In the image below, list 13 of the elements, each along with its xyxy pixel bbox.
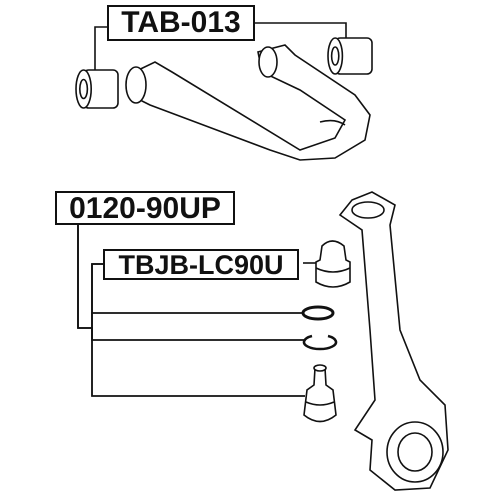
part-number-label: TAB-013: [107, 5, 255, 41]
part-number-label: 0120-90UP: [55, 191, 235, 225]
seal-ring-drawing: [302, 306, 334, 320]
part-number-label: TBJB-LC90U: [103, 249, 299, 280]
leader-line: [77, 225, 305, 397]
bushing-drawing: [327, 37, 373, 75]
leader-line: [94, 26, 107, 70]
circlip-drawing: [302, 334, 338, 350]
leader-line: [303, 262, 316, 264]
ball-joint-drawing: [303, 364, 337, 422]
leader-line: [255, 22, 347, 38]
dust-boot-drawing: [315, 240, 351, 288]
bushing-drawing: [75, 69, 119, 109]
